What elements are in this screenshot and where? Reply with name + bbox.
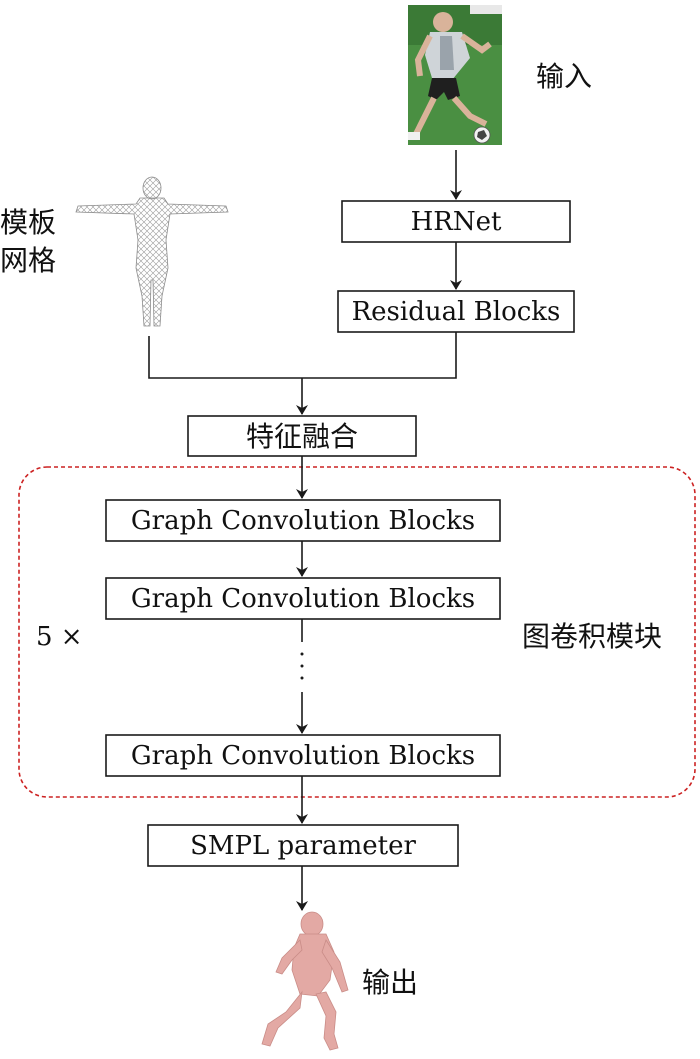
gcb-block-1: Graph Convolution Blocks [105,499,501,542]
merge-connector [148,332,457,379]
gcb-label-1: Graph Convolution Blocks [131,506,475,536]
gcn-module-label: 图卷积模块 [522,620,662,653]
output-body-mesh [261,911,349,1051]
smpl-block: SMPL parameter [147,824,459,867]
smpl-label: SMPL parameter [190,831,416,861]
residual-label: Residual Blocks [352,297,561,327]
template-mesh [75,176,229,327]
template-mesh-label-line2: 网格 [0,244,56,277]
hrnet-label: HRNet [411,207,502,237]
hrnet-block: HRNet [341,200,571,243]
gcb-block-2: Graph Convolution Blocks [105,577,501,620]
gcn-module-border [18,466,696,798]
ellipsis-dots [300,652,304,680]
input-photo [408,5,502,145]
residual-block: Residual Blocks [337,290,575,333]
template-mesh-label-line1: 模板 [0,206,56,239]
gcb-block-3: Graph Convolution Blocks [105,734,501,777]
repeat-label: 5 × [36,622,83,652]
fusion-label: 特征融合 [246,420,358,453]
gcb-label-2: Graph Convolution Blocks [131,584,475,614]
input-label: 输入 [536,60,592,93]
gcb-label-3: Graph Convolution Blocks [131,741,475,771]
output-label: 输出 [362,966,418,999]
fusion-block: 特征融合 [187,415,417,457]
